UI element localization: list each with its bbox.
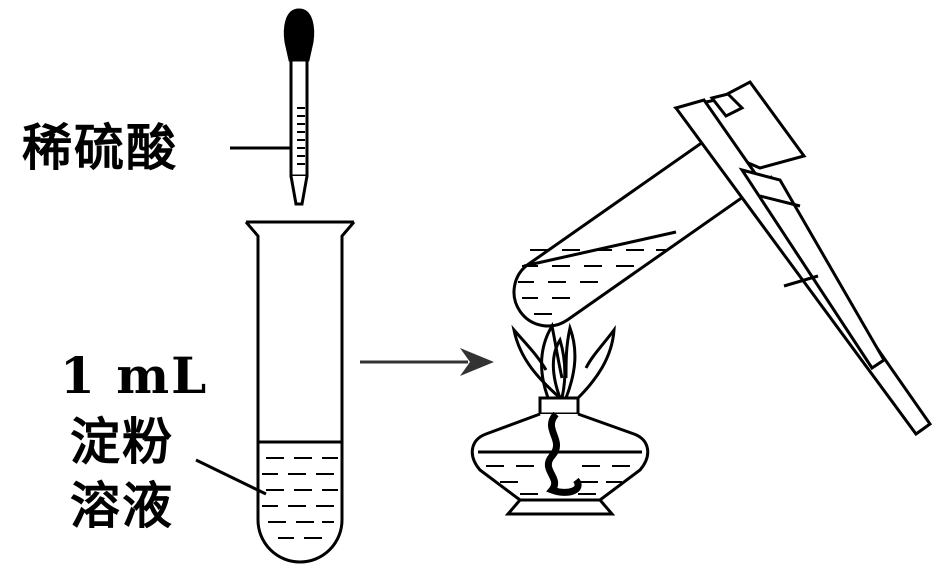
lamp-base <box>504 499 616 516</box>
lamp-liquid-dashes <box>486 465 630 495</box>
tilted-tube-outline <box>512 119 774 328</box>
solution-leader-line <box>195 458 267 496</box>
tube-holder-handle <box>673 98 933 437</box>
tube-holder-jaw <box>709 92 745 118</box>
solution-label-line2: 溶液 <box>70 476 174 535</box>
lamp-wick <box>544 411 582 496</box>
dropper-bulb <box>283 8 315 62</box>
dropper-tube <box>289 58 309 178</box>
process-arrow <box>360 348 494 376</box>
solution-label-line1: 淀粉 <box>70 412 174 471</box>
tilted-liquid-dashes <box>518 249 668 315</box>
dropper-tip <box>289 175 309 206</box>
alcohol-lamp <box>470 321 650 516</box>
test-tube-left <box>244 220 356 564</box>
dropper <box>283 8 315 206</box>
dropper-graduations <box>297 107 305 165</box>
heated-test-tube <box>512 80 933 437</box>
test-tube-outline <box>244 221 356 564</box>
tube-holder-arm <box>738 167 887 371</box>
wick-holder <box>538 396 580 416</box>
reagent-label: 稀硫酸 <box>22 118 178 177</box>
volume-label: 1 mL <box>60 346 209 405</box>
liquid-dashes-left <box>262 457 338 539</box>
flame <box>511 321 616 400</box>
lamp-body <box>470 412 650 502</box>
